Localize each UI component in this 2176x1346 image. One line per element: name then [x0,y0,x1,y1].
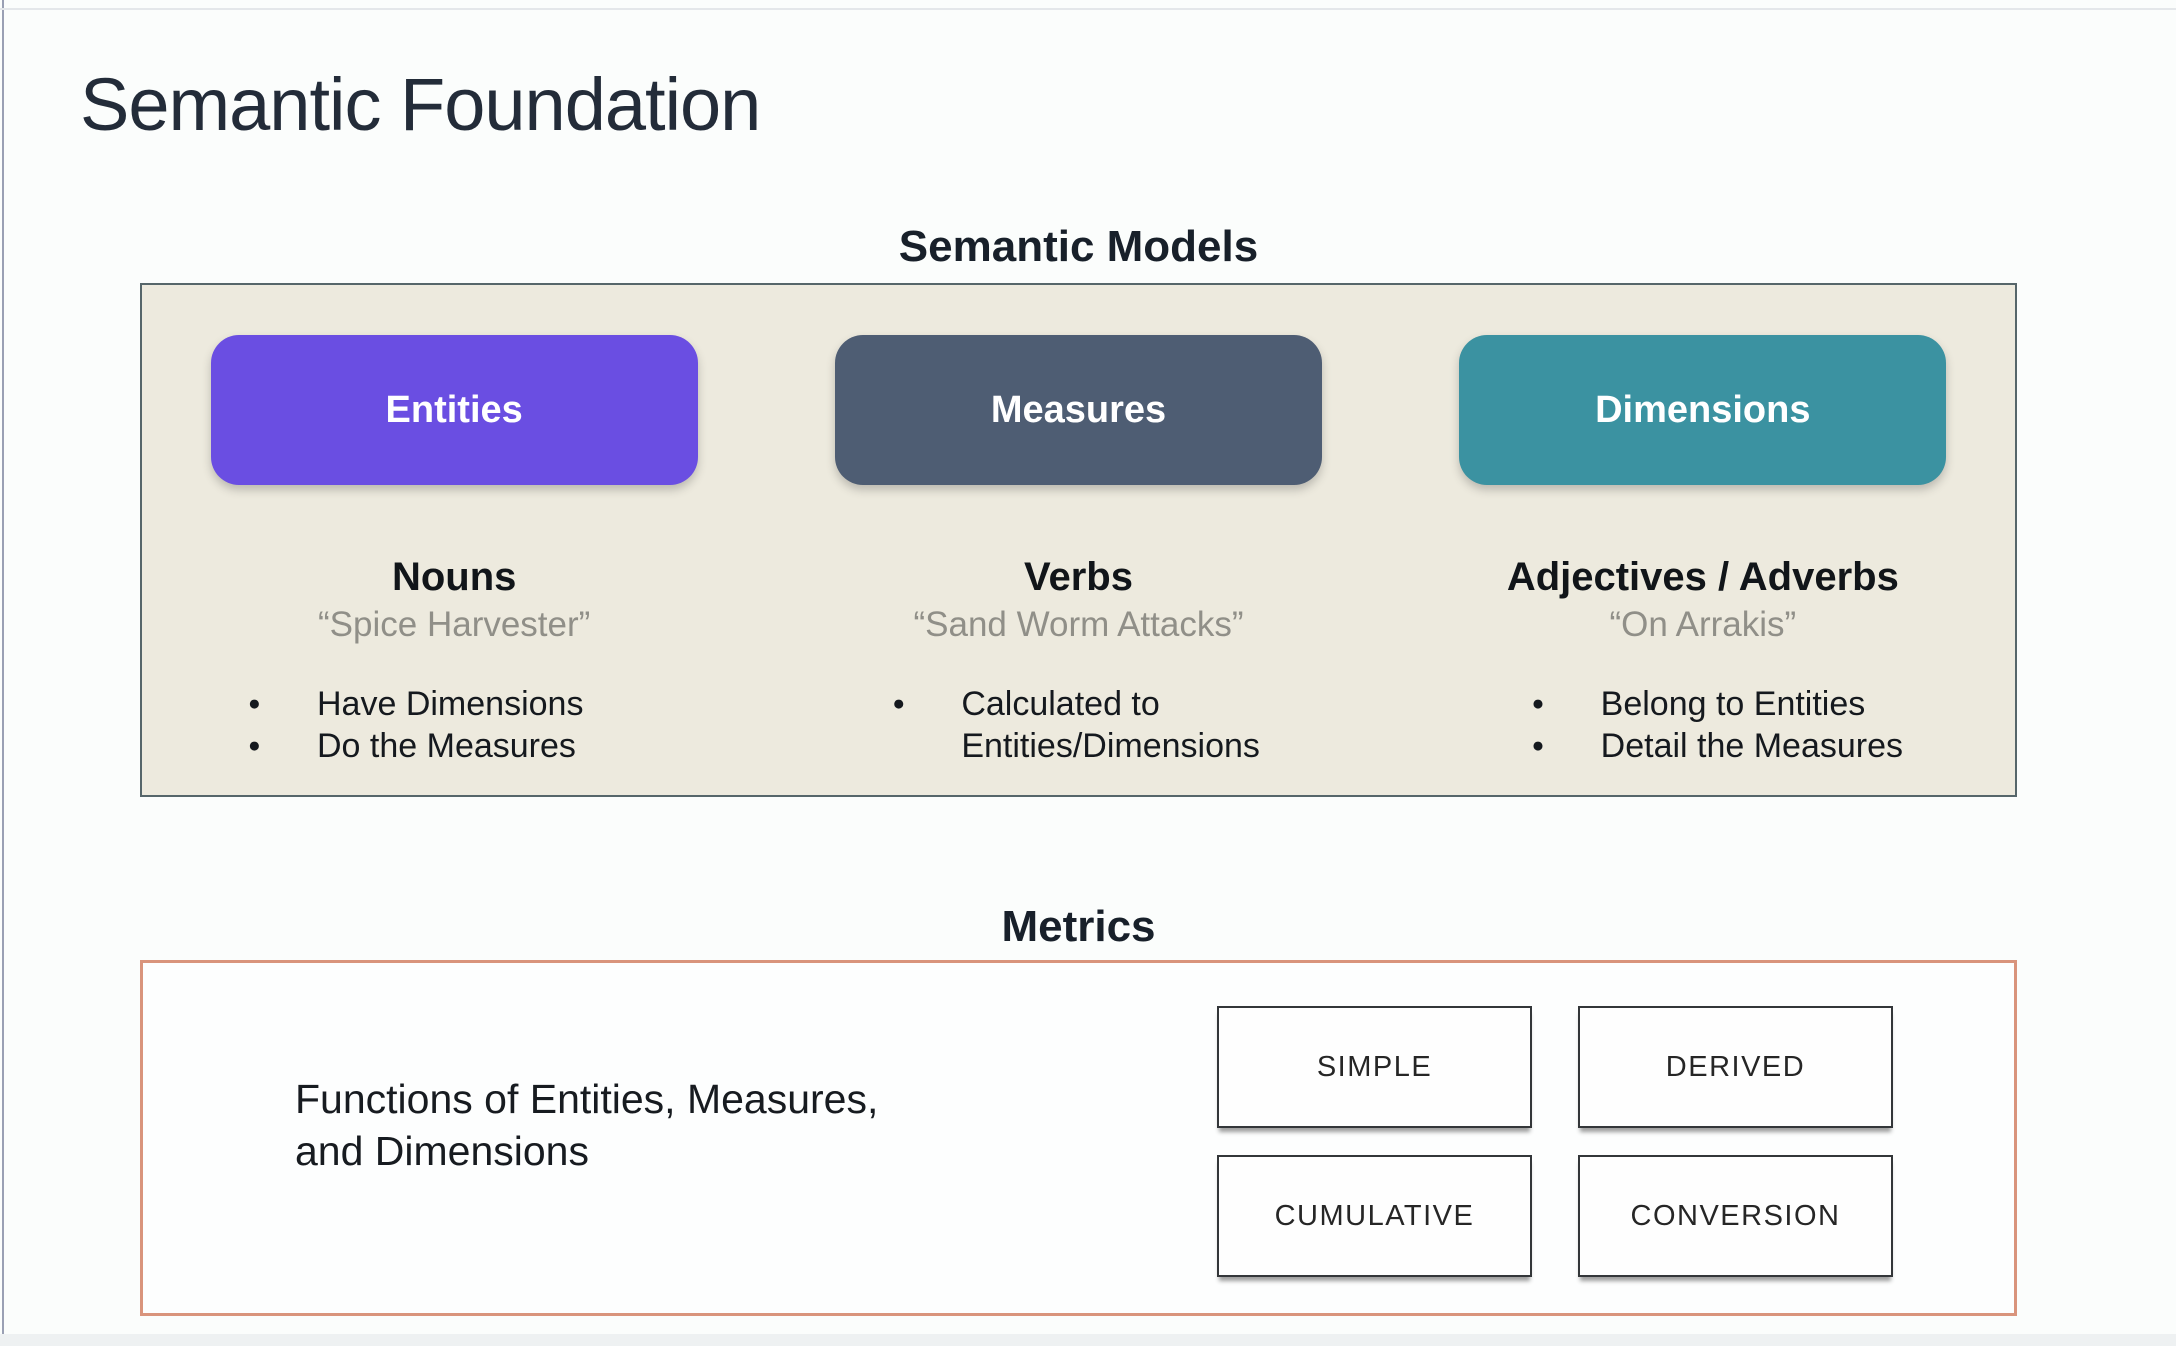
metrics-description-line: and Dimensions [295,1128,589,1174]
bullet-item: Detail the Measures [1526,725,1966,767]
measures-quote: “Sand Worm Attacks” [913,605,1244,644]
window-left-border [2,0,4,1346]
window-top-border [0,8,2176,10]
column-dimensions: Dimensions Adjectives / Adverbs “On Arra… [1391,285,2015,795]
bullet-item: Have Dimensions [242,683,672,725]
metric-types-grid: SIMPLE DERIVED CUMULATIVE CONVERSION [1217,1006,1893,1277]
bullet-item: Belong to Entities [1526,683,1966,725]
entities-bullet-list: Have Dimensions Do the Measures [242,683,672,767]
metric-type-cumulative: CUMULATIVE [1217,1155,1532,1277]
entities-pill: Entities [210,335,698,485]
entities-heading: Nouns [391,555,517,599]
metrics-description-line: Functions of Entities, Measures, [295,1076,879,1122]
semantic-models-heading: Semantic Models [898,222,1259,271]
dimensions-quote: “On Arrakis” [1609,605,1797,644]
semantic-models-panel: Entities Nouns “Spice Harvester” Have Di… [140,283,2017,797]
entities-quote: “Spice Harvester” [318,605,591,644]
dimensions-bullet-list: Belong to Entities Detail the Measures [1526,683,1966,767]
dimensions-heading: Adjectives / Adverbs [1506,555,1899,599]
bottom-strip [0,1334,2176,1346]
dimensions-pill: Dimensions [1459,335,1947,485]
column-measures: Measures Verbs “Sand Worm Attacks” Calcu… [766,285,1390,795]
metrics-heading: Metrics [1001,902,1156,951]
slide-title: Semantic Foundation [80,63,761,146]
metric-type-conversion: CONVERSION [1578,1155,1893,1277]
metrics-panel: Functions of Entities, Measures, and Dim… [140,960,2017,1316]
column-entities: Entities Nouns “Spice Harvester” Have Di… [142,285,766,795]
measures-heading: Verbs [1024,555,1133,599]
metrics-description: Functions of Entities, Measures, and Dim… [295,1073,878,1177]
measures-bullet-list: Calculated to Entities/Dimensions [886,683,1286,767]
bullet-item: Do the Measures [242,725,672,767]
bullet-item: Calculated to Entities/Dimensions [886,683,1286,767]
measures-pill: Measures [834,335,1322,485]
metric-type-derived: DERIVED [1578,1006,1893,1128]
metric-type-simple: SIMPLE [1217,1006,1532,1128]
